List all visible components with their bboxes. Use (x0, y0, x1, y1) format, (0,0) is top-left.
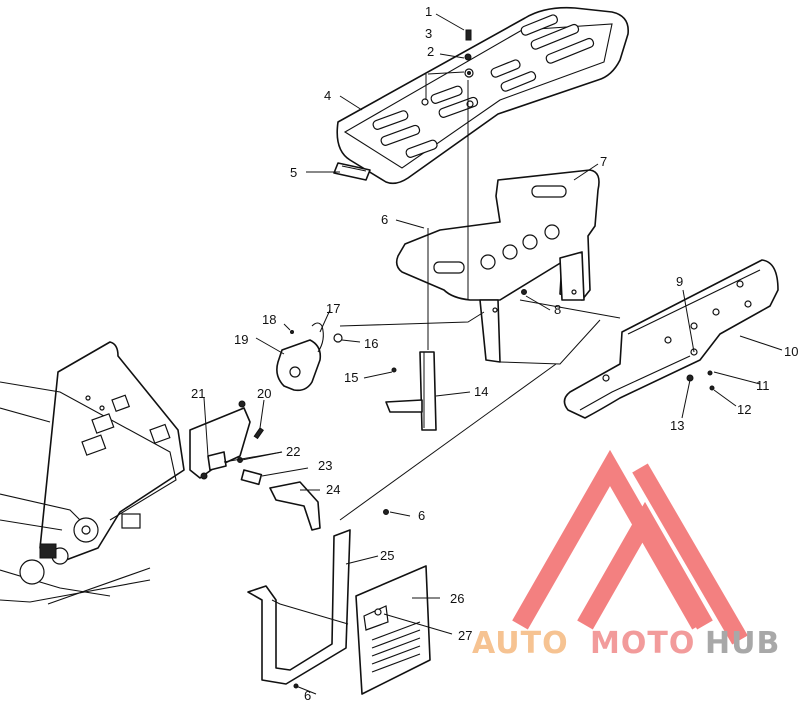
callout-14: 14 (474, 384, 488, 399)
callout-12: 12 (737, 402, 751, 417)
part-7-support-bracket (395, 169, 600, 363)
callout-26: 26 (450, 591, 464, 606)
callout-numbers: 1 2 3 4 5 6 7 8 9 10 11 12 13 14 15 16 1… (191, 4, 798, 703)
flap-text-lines (371, 621, 421, 673)
callout-4: 4 (324, 88, 331, 103)
callout-6-bottom: 6 (304, 688, 311, 703)
callout-21: 21 (191, 386, 205, 401)
logo-triangle-mark (512, 449, 748, 645)
callout-17: 17 (326, 301, 340, 316)
part-5-reflector (333, 162, 371, 181)
part-4-rack-plate (336, 6, 629, 185)
callout-19: 19 (234, 332, 248, 347)
callout-2: 2 (427, 44, 434, 59)
callout-24: 24 (326, 482, 340, 497)
logo-text-hub: HUB (705, 626, 780, 661)
callout-6-mid: 6 (418, 508, 425, 523)
parts-1-3-bolt-washers (464, 29, 474, 78)
vehicle-frame (0, 341, 185, 605)
callout-3: 3 (425, 26, 432, 41)
callout-16: 16 (364, 336, 378, 351)
logo-text-auto: AUTO (472, 626, 569, 661)
callout-8: 8 (554, 302, 561, 317)
callout-27: 27 (458, 628, 472, 643)
callout-6-top: 6 (381, 212, 388, 227)
callout-18: 18 (262, 312, 276, 327)
callout-9: 9 (676, 274, 683, 289)
callout-23: 23 (318, 458, 332, 473)
callout-11: 11 (756, 378, 770, 393)
part-10-bumper (563, 259, 779, 419)
callout-25: 25 (380, 548, 394, 563)
callout-7: 7 (600, 154, 607, 169)
callout-22: 22 (286, 444, 300, 459)
parts-20-24-hitch (189, 400, 321, 531)
callout-10: 10 (784, 344, 798, 359)
callout-13: 13 (670, 418, 684, 433)
logo-text-moto: MOTO (590, 626, 695, 661)
part-14-post (385, 351, 437, 431)
leader-lines (203, 13, 783, 695)
callout-1: 1 (425, 4, 432, 19)
callout-5: 5 (290, 165, 297, 180)
parts-16-19-tail-light (276, 322, 343, 392)
assembly-lines (271, 80, 621, 625)
parts-26-27-mud-flap (355, 565, 431, 695)
watermark-logo: AUTO MOTO HUB (472, 449, 780, 661)
callout-20: 20 (257, 386, 271, 401)
callout-15: 15 (344, 370, 358, 385)
